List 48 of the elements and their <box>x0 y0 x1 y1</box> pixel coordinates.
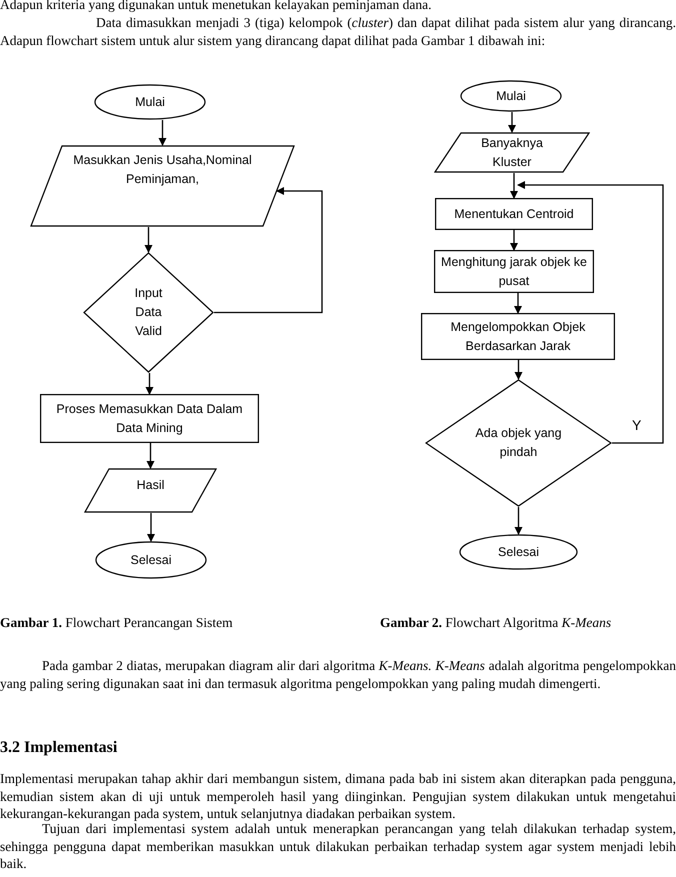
paragraph-text: Adapun kriteria yang digunakan untuk menetukan kelayakan peminjaman dana. <box>0 0 432 14</box>
figure-caption: Gambar 2. Flowchart Algoritma K-Means <box>380 614 612 632</box>
process-box <box>421 313 615 360</box>
decision-diamond <box>83 252 214 373</box>
arrow <box>510 173 518 199</box>
figure-caption: Gambar 1. Flowchart Perancangan Sistem <box>0 614 233 632</box>
node-text: Selesai <box>498 544 539 560</box>
arrow <box>214 187 323 314</box>
input-output-parallelogram <box>434 132 590 173</box>
node-text: Mulai <box>496 88 526 104</box>
arrow <box>514 293 522 314</box>
process-box <box>434 250 594 293</box>
paragraph-text: Implementasi merupakan tahap akhir dari membangun sistem, dimana pada bab ini sistem akan diterapkan pada pengguna, kemudian sistem akan di uji untuk memperoleh hasil yang diinginkan. Pengujian system dilakukan untuk mengetahui kekurangan-kekurangan pada system, untuk selanjutnya diadakan perbaikan system. <box>0 770 676 822</box>
arrow <box>146 373 154 395</box>
arrow <box>144 227 152 253</box>
arrow <box>510 230 518 251</box>
decision-diamond <box>425 379 612 507</box>
node-text: Hasil <box>136 477 164 494</box>
arrow <box>158 120 166 146</box>
terminator-ellipse <box>94 84 206 120</box>
arrow <box>508 112 516 133</box>
node-text: Ada objek yang pindah <box>474 425 563 461</box>
paragraph-text: Tujuan dari implementasi system adalah untuk menerapkan perancangan yang telah dilakukan terhadap system, sehingga pengguna dapat memberikan masukkan untuk dilakukan perbaikan terhadap system agar system menjadi lebih baik. <box>0 821 676 872</box>
terminator-ellipse <box>95 541 207 579</box>
node-text: Banyaknya Kluster <box>480 134 544 170</box>
node-text: Mulai <box>135 94 165 110</box>
process-box <box>40 394 259 443</box>
arrow <box>146 443 154 469</box>
node-text: Menentukan Centroid <box>454 206 574 222</box>
edge-label: Y <box>630 417 644 433</box>
arrow <box>514 360 522 380</box>
node-text: Proses Memasukkan Data Dalam Data Mining <box>55 400 244 437</box>
process-box <box>435 198 593 230</box>
terminator-ellipse <box>460 80 562 112</box>
arrow <box>514 507 522 535</box>
arrow <box>517 181 664 444</box>
node-text: Masukkan Jenis Usaha,Nominal Peminjaman, <box>72 152 253 188</box>
input-output-parallelogram <box>30 145 295 227</box>
input-output-parallelogram <box>84 468 217 513</box>
paragraph-text: Data dimasukkan menjadi 3 (tiga) kelompok (cluster) dan dapat dilihat pada sistem alur yang dirancang. Adapun flowchart sistem untuk alur sistem yang dirancang dapat dilihat pada Gambar 1 dibawah ini: <box>0 14 676 50</box>
node-text: Mengelompokkan Objek Berdasarkan Jarak <box>450 318 586 354</box>
arrow <box>147 513 155 542</box>
paragraph-text: Pada gambar 2 diatas, merupakan diagram alir dari algoritma K-Means. K-Means adalah algoritma pengelompokkan yang paling sering digunakan saat ini dan termasuk algoritma pengelompokkan yang paling mudah dimengerti. <box>0 657 676 692</box>
terminator-ellipse <box>459 534 578 570</box>
node-text: Input Data Valid <box>134 285 164 340</box>
section-heading: 3.2 Implementasi <box>0 738 118 758</box>
node-text: Menghitung jarak objek ke pusat <box>440 254 588 290</box>
node-text: Selesai <box>130 552 172 568</box>
